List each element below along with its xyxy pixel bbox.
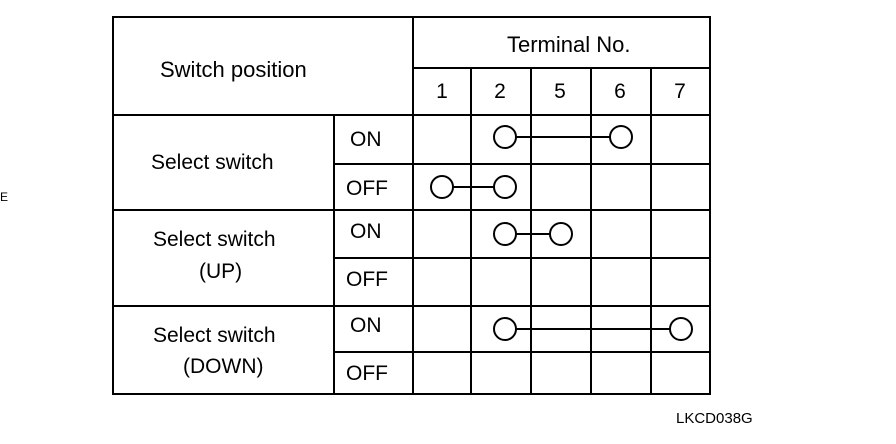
group-name-qualifier: (UP)	[199, 260, 243, 283]
continuity-circle	[493, 125, 517, 149]
group-name: Select switch	[151, 151, 274, 174]
terminal-label: 6	[614, 80, 626, 103]
stray-mark: E	[0, 190, 9, 204]
continuity-circle	[609, 125, 633, 149]
continuity-circle	[430, 175, 454, 199]
switch-position-header: Switch position	[160, 57, 307, 82]
continuity-circle	[669, 317, 693, 341]
group-name: Select switch	[153, 324, 276, 347]
continuity-circle	[549, 222, 573, 246]
table-border	[112, 16, 711, 395]
terminal-label: 7	[674, 80, 686, 103]
continuity-circle	[493, 317, 517, 341]
group-name: Select switch	[153, 228, 276, 251]
continuity-circle	[493, 222, 517, 246]
state-label: OFF	[346, 177, 388, 200]
state-label: ON	[350, 314, 382, 337]
terminal-label: 1	[436, 80, 448, 103]
state-label: ON	[350, 128, 382, 151]
state-label: OFF	[346, 268, 388, 291]
group-name-qualifier: (DOWN)	[183, 355, 264, 378]
figure-code: LKCD038G	[676, 410, 753, 427]
terminal-label: 5	[554, 80, 566, 103]
terminal-no-header: Terminal No.	[507, 32, 631, 57]
state-label: ON	[350, 220, 382, 243]
state-label: OFF	[346, 362, 388, 385]
terminal-label: 2	[494, 80, 506, 103]
continuity-circle	[493, 175, 517, 199]
